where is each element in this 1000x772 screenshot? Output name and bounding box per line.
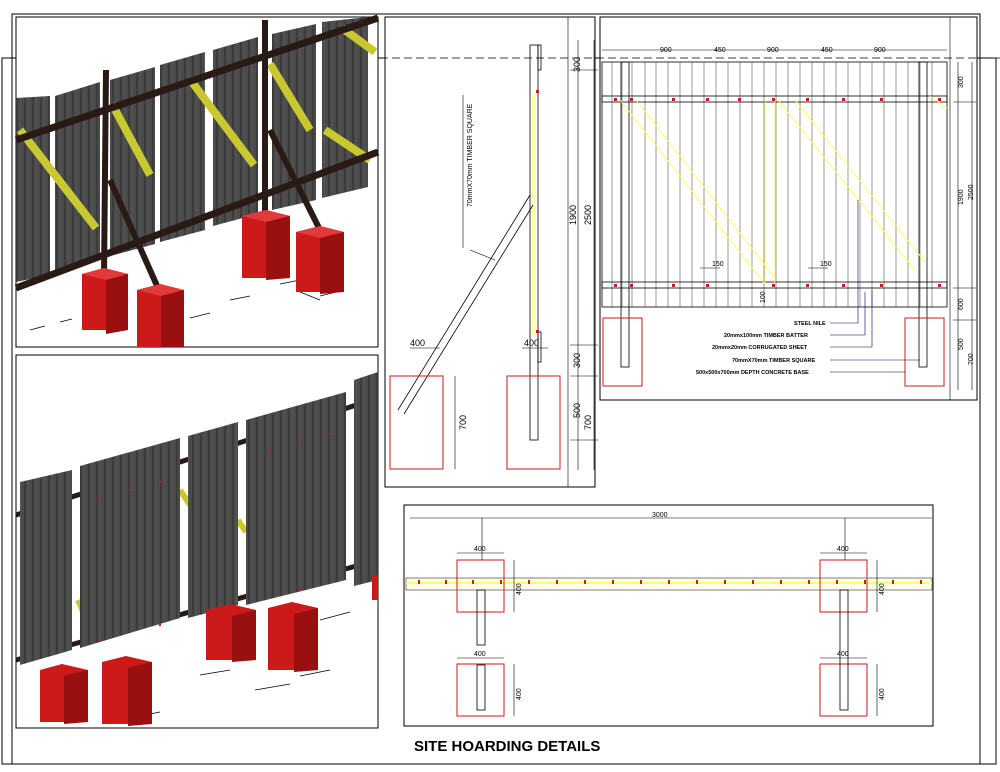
concrete-bases	[82, 210, 344, 347]
section-dim-700: 700	[583, 415, 593, 430]
elevation-fixings	[614, 98, 941, 287]
elevation-note-timber-square: 70mmX70mm TIMBER SQUARE	[732, 358, 815, 364]
section-dim-300-bottom: 300	[572, 353, 582, 368]
plan-dim-400-8: 400	[879, 688, 886, 700]
plan-bases	[456, 559, 868, 717]
hoarding-3d-view-top	[14, 14, 380, 348]
corrugated-sheets-2	[20, 372, 378, 665]
section-dim-400-post: 400	[524, 338, 539, 348]
plan-dim-400-3: 400	[516, 583, 523, 595]
elevation-dim-150-b: 150	[820, 261, 832, 268]
elevation-view: 900 450 900 450 900 300 1900 2500 600 50…	[599, 16, 978, 401]
plan-fixings	[418, 580, 922, 584]
elevation-dim-2500: 2500	[968, 184, 975, 200]
section-post	[529, 44, 542, 441]
section-dim-2500: 2500	[583, 205, 593, 225]
section-dim-300-top: 300	[572, 57, 582, 72]
elevation-dim-450-2: 450	[821, 47, 833, 54]
plan-dim-400-1: 400	[474, 546, 486, 553]
timber-rails	[14, 14, 380, 292]
elevation-note-timber-batter: 20mmx100mm TIMBER BATTER	[724, 333, 808, 339]
section-fixings	[536, 90, 539, 333]
plan-dim-400-4: 400	[879, 583, 886, 595]
section-dim-500: 500	[572, 403, 582, 418]
section-bases	[389, 375, 561, 470]
concrete-bases-2	[40, 575, 378, 726]
elevation-leaders	[830, 200, 920, 373]
elevation-note-steel-nile: STEEL NILE	[794, 321, 826, 327]
section-bracing-line	[532, 94, 536, 336]
drawing-title: SITE HOARDING DETAILS	[414, 738, 601, 755]
plan-view: 3000 400 400 400 400 400 400 400 400	[403, 504, 934, 727]
elevation-dim-450-1: 450	[714, 47, 726, 54]
elevation-rails	[601, 61, 948, 368]
elevation-dim-900-2: 900	[767, 47, 779, 54]
elevation-dim-500: 500	[958, 338, 965, 350]
yellow-bracing	[16, 24, 378, 231]
elevation-dim-150-a: 150	[712, 261, 724, 268]
plan-dim-400-7: 400	[516, 688, 523, 700]
elevation-dim-100: 100	[760, 291, 767, 303]
elevation-bracing	[619, 95, 948, 285]
elevation-dim-600: 600	[958, 298, 965, 310]
plan-dim-lines	[457, 518, 878, 716]
elevation-note-concrete-base: 500x500x700mm DEPTH CONCRETE BASE	[696, 370, 809, 376]
timber-posts	[101, 20, 323, 290]
elevation-dim-1900: 1900	[958, 189, 965, 205]
section-view: 70mmX70mm TIMBER SQUARE 300 1900 2500 30…	[384, 16, 598, 488]
elevation-bases	[602, 317, 945, 387]
hoarding-3d-view-bottom	[15, 354, 379, 729]
elevation-dim-700: 700	[968, 353, 975, 365]
plan-dim-400-2: 400	[837, 546, 849, 553]
corrugated-sheets	[16, 17, 368, 282]
elevation-sheeting	[601, 61, 948, 308]
plan-dim-400-6: 400	[837, 651, 849, 658]
section-dim-lines	[410, 40, 598, 470]
fixing-dots	[98, 432, 332, 642]
section-dim-400-brace: 400	[410, 338, 425, 348]
elevation-dim-900-1: 900	[660, 47, 672, 54]
section-dim-700-brace: 700	[458, 415, 468, 430]
plan-posts	[476, 589, 849, 711]
plan-dim-3000: 3000	[652, 512, 668, 519]
plan-dim-400-5: 400	[474, 651, 486, 658]
elevation-note-corrugated-sheet: 20mmx20mm CORRUGATED SHEET	[712, 345, 808, 351]
section-note-timber: 70mmX70mm TIMBER SQUARE	[467, 103, 474, 207]
elevation-dim-lines	[602, 49, 976, 390]
section-dim-1900: 1900	[568, 205, 578, 225]
elevation-dim-300: 300	[958, 76, 965, 88]
elevation-dim-900-3: 900	[874, 47, 886, 54]
section-brace	[397, 194, 534, 415]
